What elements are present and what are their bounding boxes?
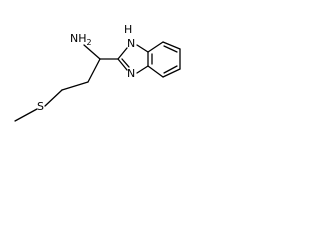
bond-c7a-to-c7 bbox=[147, 41, 164, 53]
ring-n1-label: N bbox=[127, 37, 135, 50]
amine-nh: NH bbox=[70, 32, 87, 45]
bond-c5-to-c4 bbox=[162, 68, 181, 78]
bond-c2-to-n1 bbox=[117, 47, 128, 60]
bond-c7-to-c6-double bbox=[163, 45, 178, 53]
bond-ch2-to-s bbox=[44, 89, 63, 107]
sulfur-label: S bbox=[37, 100, 44, 113]
bond-chiral-to-nh2 bbox=[83, 44, 101, 60]
bond-chiral-to-ch2 bbox=[87, 58, 101, 83]
molecule-drawing: NH2 H N N S bbox=[14, 23, 181, 122]
bond-c4-to-c3a bbox=[147, 65, 164, 78]
bond-n1-to-c7a bbox=[136, 44, 149, 53]
bond-c7-to-c6 bbox=[162, 41, 181, 50]
structure-diagram: NH2 H N N S bbox=[0, 0, 204, 137]
bond-n3-to-c3a bbox=[136, 65, 149, 74]
bond-c5-to-c4-double bbox=[163, 65, 178, 74]
amine-label: NH2 bbox=[70, 32, 92, 47]
bond-c2-to-n3 bbox=[117, 58, 128, 71]
bond-c2-to-n3-double bbox=[121, 58, 130, 68]
amine-subscript: 2 bbox=[87, 38, 92, 47]
ring-n3-label: N bbox=[127, 67, 135, 80]
bond-ch2-to-ch2 bbox=[61, 81, 89, 91]
bond-s-to-methyl bbox=[14, 108, 38, 122]
ring-nh-hydrogen-label: H bbox=[124, 23, 132, 36]
